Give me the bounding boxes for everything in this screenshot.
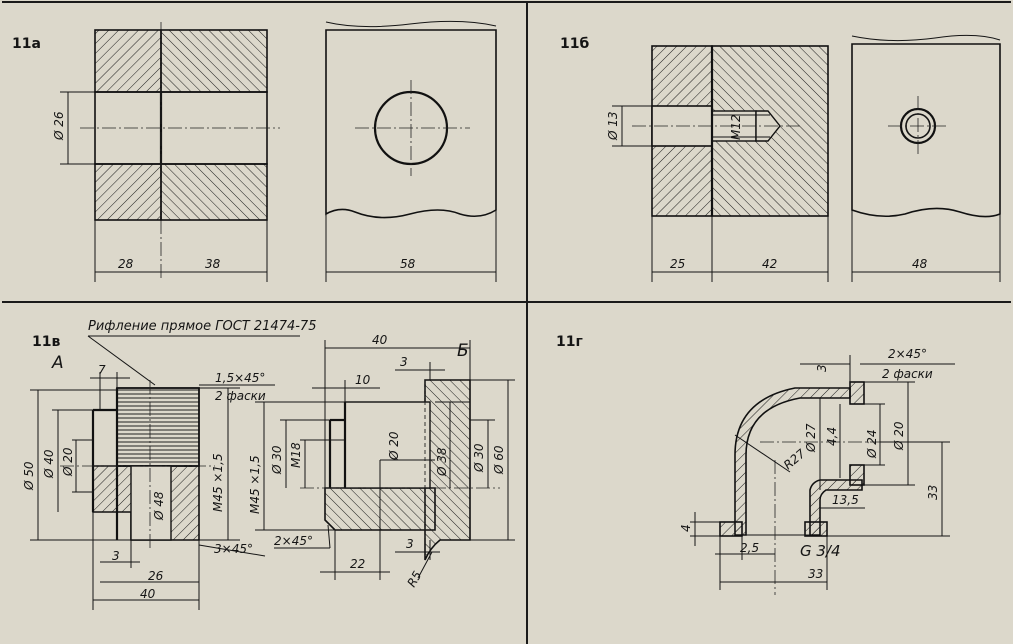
panel-label-11a: 11а — [12, 36, 41, 52]
dim-d30a: Ø 30 — [270, 445, 284, 475]
dim-w13-5: 13,5 — [832, 493, 859, 507]
dim-d30b: Ø 30 — [472, 443, 486, 473]
dim-w22: 22 — [350, 557, 365, 571]
dim-d60: Ø 60 — [492, 445, 506, 475]
part-11b-side: 48 — [851, 34, 1001, 282]
dim-w3a: 3 — [112, 549, 120, 563]
thread-g34: G 3/4 — [800, 542, 841, 560]
dim-w44: 4,4 — [825, 427, 839, 446]
dim-w48: 48 — [912, 257, 928, 271]
part-b-fitting: Ø 20 40 3 10 М45 ×1,5 Ø 30 М18 Ø 38 — [248, 333, 515, 590]
dim-w40b: 40 — [372, 333, 388, 347]
dim-d48: Ø 48 — [152, 491, 166, 521]
knurl-note: Рифление прямое ГОСТ 21474-75 — [88, 319, 316, 334]
dim-d40: Ø 40 — [42, 449, 56, 479]
dim-r5: R5 — [404, 569, 424, 590]
panel-11a: 11а Ø 26 28 38 — [12, 20, 497, 282]
dim-d50: Ø 50 — [22, 461, 36, 491]
dim-w3c: 3 — [406, 537, 414, 551]
panel-label-11v: 11в — [32, 334, 60, 350]
dim-w28: 28 — [118, 257, 134, 271]
dim-m18: М18 — [289, 442, 303, 468]
dim-m12: М12 — [729, 114, 743, 140]
dim-3x45: 3×45° — [214, 542, 253, 556]
part-elbow: R27 Ø 27 4,4 Ø 24 Ø 20 2×45° 2 фаски 3 3… — [679, 347, 955, 595]
view-a-label: А — [51, 353, 64, 373]
panel-11v: 11в Рифление прямое ГОСТ 21474-75 А Б Ø … — [22, 319, 515, 610]
dim-w26: 26 — [148, 569, 164, 583]
view-b-label: Б — [457, 341, 469, 361]
part-11b-section: М12 Ø 13 25 42 — [606, 45, 829, 282]
dim-w3b: 3 — [400, 355, 408, 369]
part-11a-section: Ø 26 28 38 — [52, 22, 280, 282]
dim-d13: Ø 13 — [606, 111, 620, 141]
dim-w58: 58 — [400, 257, 416, 271]
dim-chamfer-2x45: 2×45° — [888, 347, 927, 361]
dim-w4: 4 — [679, 524, 693, 532]
dim-w2-5: 2,5 — [740, 541, 759, 555]
dim-w25: 25 — [670, 257, 685, 271]
dim-w3g: 3 — [815, 364, 829, 372]
dim-2x45: 2×45° — [274, 534, 313, 548]
dim-d20a: Ø 20 — [61, 447, 75, 477]
part-a-nut: Ø 48 7 1,5×45° 2 фаски Ø 50 Ø 40 Ø 20 М4… — [22, 363, 275, 610]
dim-d20: Ø 20 — [892, 421, 906, 451]
dim-d26: Ø 26 — [52, 111, 66, 141]
dim-w38: 38 — [205, 257, 221, 271]
panel-11g: 11г R27 Ø 27 4,4 Ø 24 Ø 20 2×4 — [556, 334, 955, 595]
dim-w33: 33 — [808, 567, 823, 581]
dim-chamfer-note-g: 2 фаски — [882, 367, 933, 381]
panel-11b: 11б М12 Ø 13 25 42 — [560, 34, 1001, 282]
dim-m45b: М45 ×1,5 — [248, 455, 262, 514]
part-11a-side: 58 — [325, 20, 497, 282]
dim-w42: 42 — [762, 257, 777, 271]
dim-7: 7 — [98, 363, 106, 377]
dim-chamfer-15: 1,5×45° — [215, 371, 265, 385]
dim-m45a: М45 ×1,5 — [211, 453, 225, 512]
dim-h33: 33 — [926, 485, 940, 500]
panel-label-11b: 11б — [560, 36, 589, 52]
panel-label-11g: 11г — [556, 334, 583, 350]
dim-d38: Ø 38 — [435, 447, 449, 477]
dim-d27: Ø 27 — [804, 423, 818, 453]
dim-d24: Ø 24 — [865, 429, 879, 459]
dim-chamfer-note: 2 фаски — [215, 389, 266, 403]
dim-d20b: Ø 20 — [387, 431, 401, 461]
dim-w10: 10 — [355, 373, 371, 387]
dim-w40a: 40 — [140, 587, 156, 601]
